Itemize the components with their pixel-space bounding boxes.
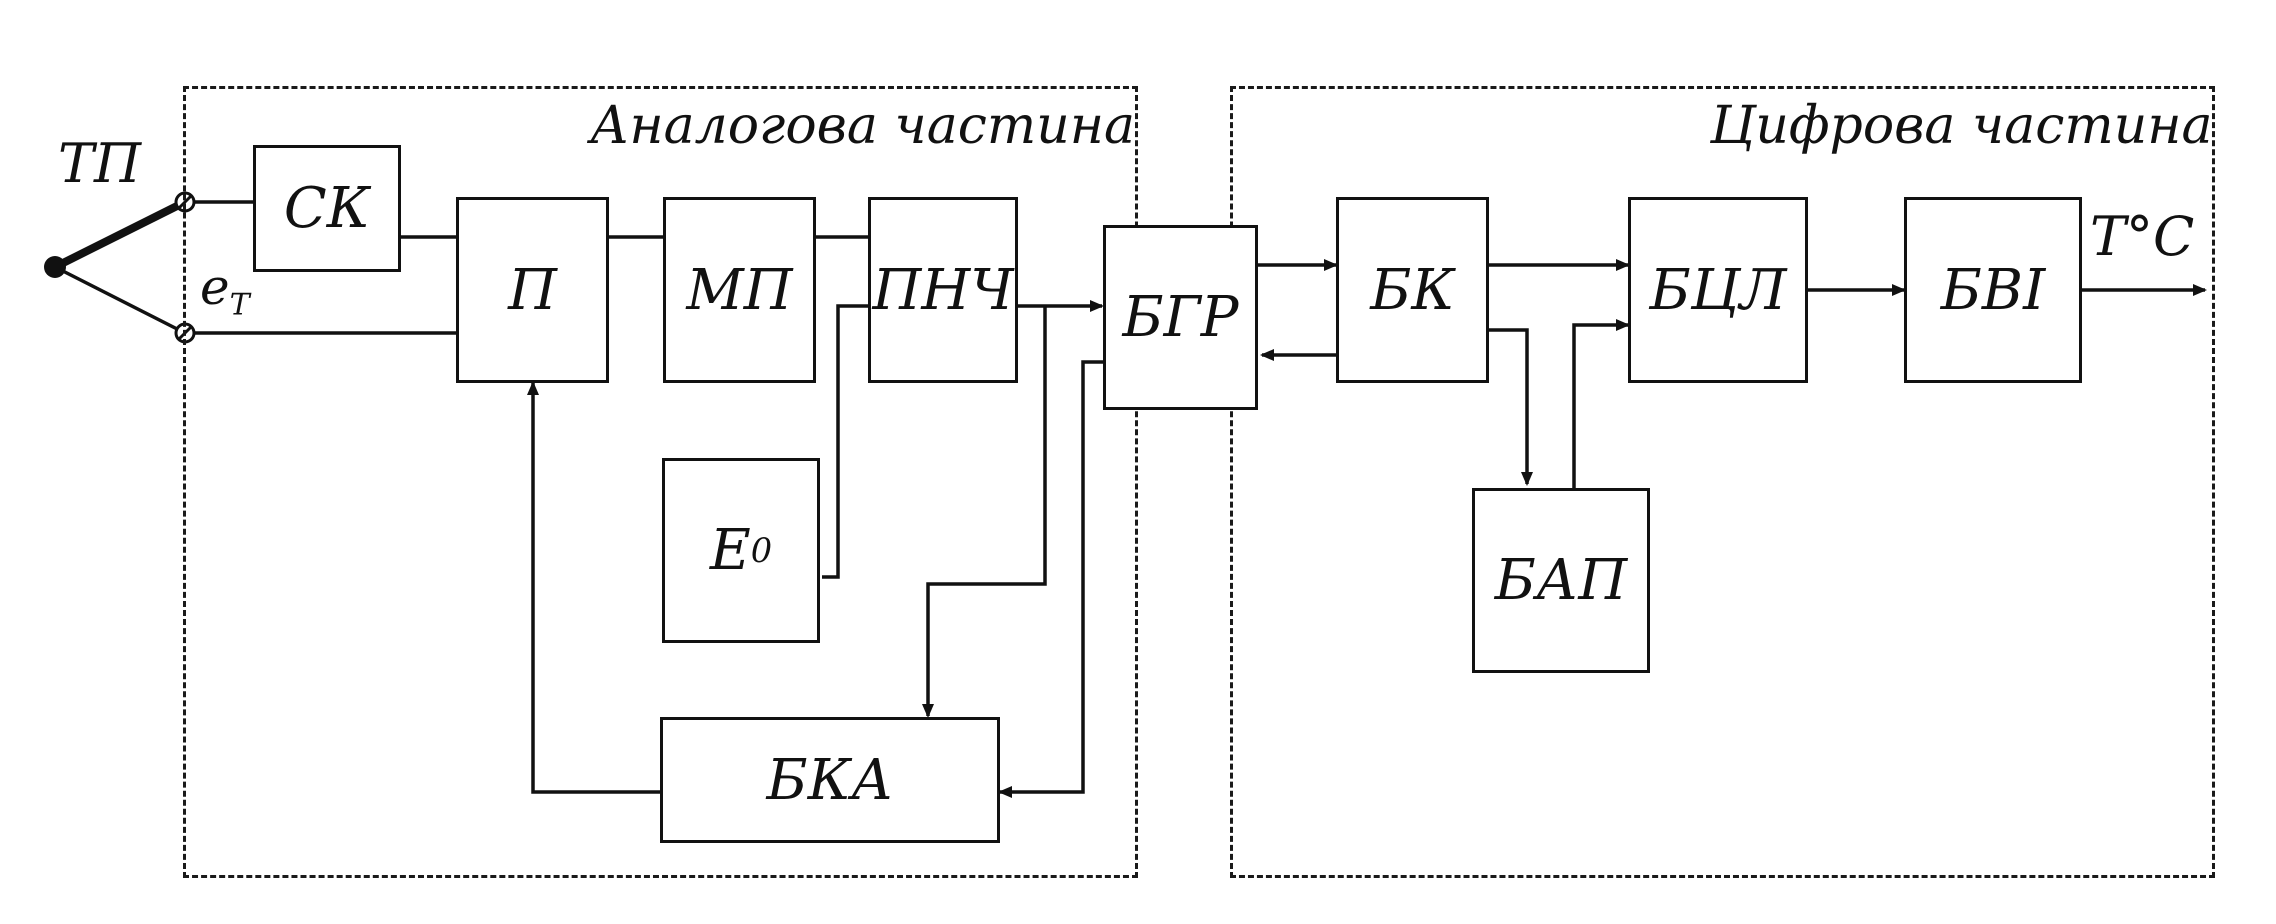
emf-label-main: e (200, 258, 230, 316)
block-pnch: ПНЧ (868, 197, 1018, 383)
block-p: П (456, 197, 609, 383)
thermocouple-wire-bottom (54, 265, 186, 335)
block-bk: БК (1336, 197, 1489, 383)
block-e0-main: E (709, 518, 751, 583)
wire-e0-to-pnch (822, 304, 870, 579)
analog-region (183, 86, 1138, 878)
block-e0-sub: 0 (750, 531, 773, 570)
digital-region-title: Цифрова частина (1710, 96, 2213, 156)
thermocouple-junction (44, 256, 66, 278)
thermocouple-wire-top (53, 198, 187, 271)
digital-region (1230, 86, 2215, 878)
block-bvi: БВІ (1904, 197, 2082, 383)
arrow-bgr-to-bka (998, 360, 1105, 798)
block-sk: СК (253, 145, 401, 272)
analog-region-title: Аналогова частина (590, 96, 1135, 156)
block-mp: МП (663, 197, 816, 383)
output-label: T°C (2090, 205, 2195, 268)
arrow-pnch-to-bka (922, 306, 1047, 718)
arrow-bk-to-bap (1488, 328, 1533, 486)
emf-label-sub: T (229, 287, 250, 323)
block-bcl: БЦЛ (1628, 197, 1808, 383)
block-bap: БАП (1472, 488, 1650, 673)
arrow-bka-to-p (527, 381, 663, 794)
thermocouple-label: ТП (58, 132, 142, 195)
emf-label: eT (200, 258, 250, 323)
block-bka: БКА (660, 717, 1000, 843)
block-bgr: БГР (1103, 225, 1258, 410)
arrow-bap-to-bcl (1572, 319, 1630, 488)
